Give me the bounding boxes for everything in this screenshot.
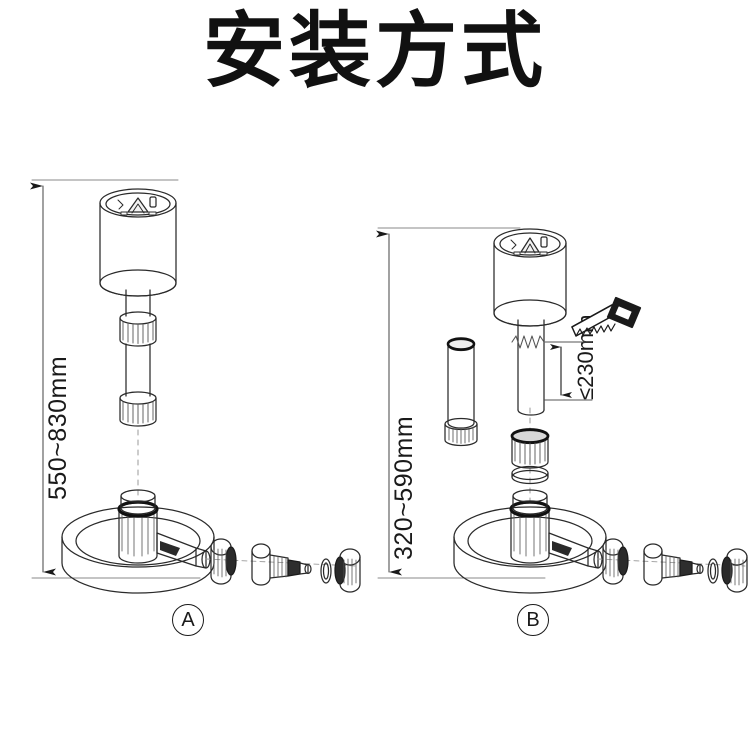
sensor-head-b	[493, 228, 567, 327]
coupling-nut-b	[510, 428, 550, 469]
knurled-nut-a	[210, 538, 237, 585]
hose-fittings-b	[597, 538, 748, 593]
removed-tube-section-b	[444, 337, 478, 447]
diagram-label-b: B	[517, 604, 549, 636]
cut-limit-dimension	[544, 341, 593, 401]
saw-icon	[571, 296, 642, 337]
extension-tube-a	[125, 343, 151, 397]
diagram-a-group	[30, 179, 361, 594]
tube-b	[517, 319, 545, 416]
diagram-b-group	[376, 227, 748, 594]
bowl-base-b	[453, 489, 607, 594]
washer-b	[707, 558, 719, 584]
sensor-head-a	[99, 188, 177, 297]
bowl-base-a	[61, 489, 215, 594]
diagram-label-a: A	[172, 604, 204, 636]
end-cap-nut-b	[721, 548, 748, 593]
hose-fittings-a	[205, 538, 361, 593]
knurled-nut-b	[602, 538, 629, 585]
washer-a	[320, 558, 332, 584]
upper-tube-a	[125, 289, 151, 317]
lower-coupling-nut-a	[119, 391, 157, 427]
page-title: 安装方式	[202, 4, 547, 99]
barbed-connector-a	[251, 543, 312, 586]
upper-coupling-nut-a	[119, 311, 157, 347]
barbed-connector-b	[643, 543, 704, 586]
cut-zigzag-line	[511, 335, 545, 349]
end-cap-nut-a	[334, 548, 361, 593]
o-ring-gasket-b	[511, 465, 549, 485]
